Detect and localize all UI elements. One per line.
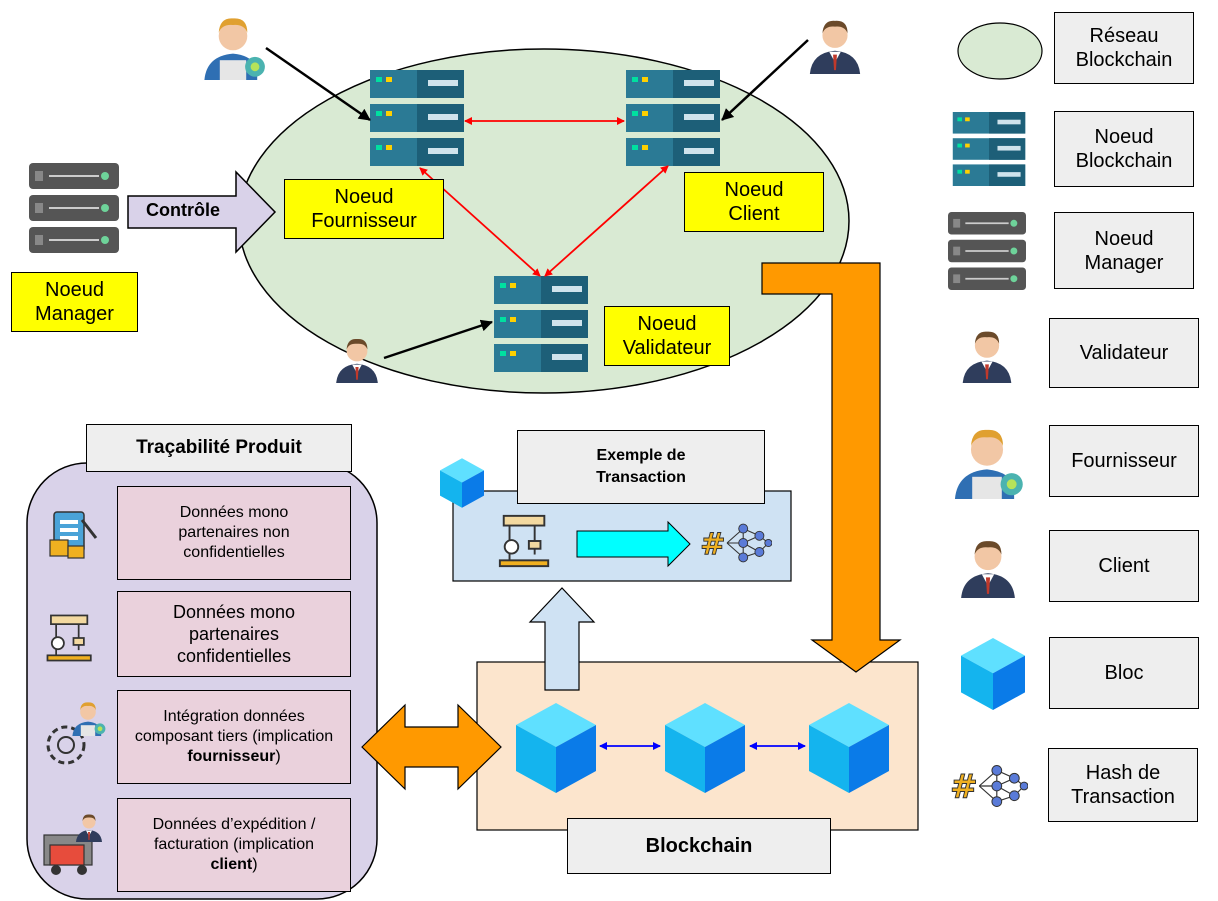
manager-server-legend-icon bbox=[948, 212, 1026, 290]
traceability-item-2-text: Données mono partenaires confidentielles bbox=[172, 602, 296, 666]
gear-worker-icon bbox=[46, 702, 106, 765]
control-arrow bbox=[127, 170, 277, 254]
manager-server-icon bbox=[29, 163, 119, 253]
truck-worker-icon bbox=[43, 814, 102, 875]
traceability-item-3-pre: Intégration données composant tiers (imp… bbox=[134, 708, 334, 745]
legend-validator: Validateur bbox=[1049, 318, 1199, 388]
legend-manager-node-text: Noeud Manager bbox=[1084, 227, 1164, 274]
network-to-blockchain-arrow bbox=[761, 262, 902, 673]
traceability-item-4: Données d’expédition / facturation (impl… bbox=[117, 798, 351, 892]
client-person-icon bbox=[809, 20, 861, 74]
legend-block: Bloc bbox=[1049, 637, 1199, 709]
supplier-arrow bbox=[265, 46, 371, 122]
supplier-node-label: Noeud Fournisseur bbox=[284, 179, 444, 239]
legend-hash: Hash de Transaction bbox=[1048, 748, 1198, 822]
supplier-server-icon bbox=[370, 70, 464, 166]
transaction-arrow bbox=[576, 520, 691, 568]
manager-node-label: Noeud Manager bbox=[11, 272, 138, 332]
validator-server-icon bbox=[494, 276, 588, 372]
legend-network-text: Réseau Blockchain bbox=[1075, 25, 1173, 71]
traceability-item-2: Données mono partenaires confidentielles bbox=[117, 591, 351, 677]
transaction-title: Exemple de Transaction bbox=[517, 430, 765, 504]
control-label: Contrôle bbox=[146, 200, 220, 220]
traceability-item-4-pre: Données d’expédition / facturation (impl… bbox=[152, 816, 316, 853]
client-arrow bbox=[721, 39, 809, 121]
block-cube-icon bbox=[961, 638, 1025, 710]
validator-legend-icon bbox=[962, 331, 1012, 383]
traceability-item-3-bold: fournisseur bbox=[187, 748, 276, 765]
up-arrow bbox=[528, 587, 596, 691]
ellipse-network-icon bbox=[957, 22, 1043, 80]
blockchain-label: Blockchain bbox=[567, 818, 831, 874]
legend-manager-node: Noeud Manager bbox=[1054, 212, 1194, 289]
traceability-item-4-bold: client bbox=[210, 856, 253, 873]
supplier-person-icon bbox=[204, 18, 265, 80]
client-node-label: Noeud Client bbox=[684, 172, 824, 232]
traceability-blockchain-double-arrow bbox=[361, 703, 502, 791]
legend-client: Client bbox=[1049, 530, 1199, 602]
link-client-validator bbox=[544, 165, 669, 277]
legend-blockchain-node: Noeud Blockchain bbox=[1054, 111, 1194, 187]
client-node-text: Noeud Client bbox=[724, 179, 784, 225]
client-legend-icon bbox=[961, 541, 1015, 598]
client-server-icon bbox=[626, 70, 720, 166]
traceability-item-1: Données mono partenaires non confidentie… bbox=[117, 486, 351, 580]
transaction-title-text: Exemple de Transaction bbox=[596, 447, 686, 486]
traceability-item-3: Intégration données composant tiers (imp… bbox=[117, 690, 351, 784]
validator-arrow bbox=[383, 319, 493, 360]
hash-network-icon bbox=[950, 764, 1028, 808]
legend-hash-text: Hash de Transaction bbox=[1071, 762, 1175, 808]
traceability-title: Traçabilité Produit bbox=[86, 424, 352, 472]
traceability-item-1-text: Données mono partenaires non confidentie… bbox=[178, 504, 290, 561]
traceability-item-4-post: ) bbox=[252, 856, 258, 873]
legend-blockchain-node-text: Noeud Blockchain bbox=[1075, 126, 1173, 172]
supplier-legend-icon bbox=[954, 429, 1023, 499]
validator-node-text: Noeud Validateur bbox=[622, 313, 712, 359]
blockchain-server-icon bbox=[952, 112, 1026, 186]
legend-network: Réseau Blockchain bbox=[1054, 12, 1194, 84]
traceability-item-4-text: Données d’expédition / facturation (impl… bbox=[134, 815, 334, 875]
legend-supplier: Fournisseur bbox=[1049, 425, 1199, 497]
supplier-node-text: Noeud Fournisseur bbox=[311, 186, 417, 232]
manager-node-text: Noeud Manager bbox=[35, 279, 114, 325]
clipboard-boxes-icon bbox=[49, 511, 98, 559]
traceability-item-3-text: Intégration données composant tiers (imp… bbox=[129, 707, 339, 767]
traceability-item-3-post: ) bbox=[275, 748, 281, 765]
validator-node-label: Noeud Validateur bbox=[604, 306, 730, 366]
